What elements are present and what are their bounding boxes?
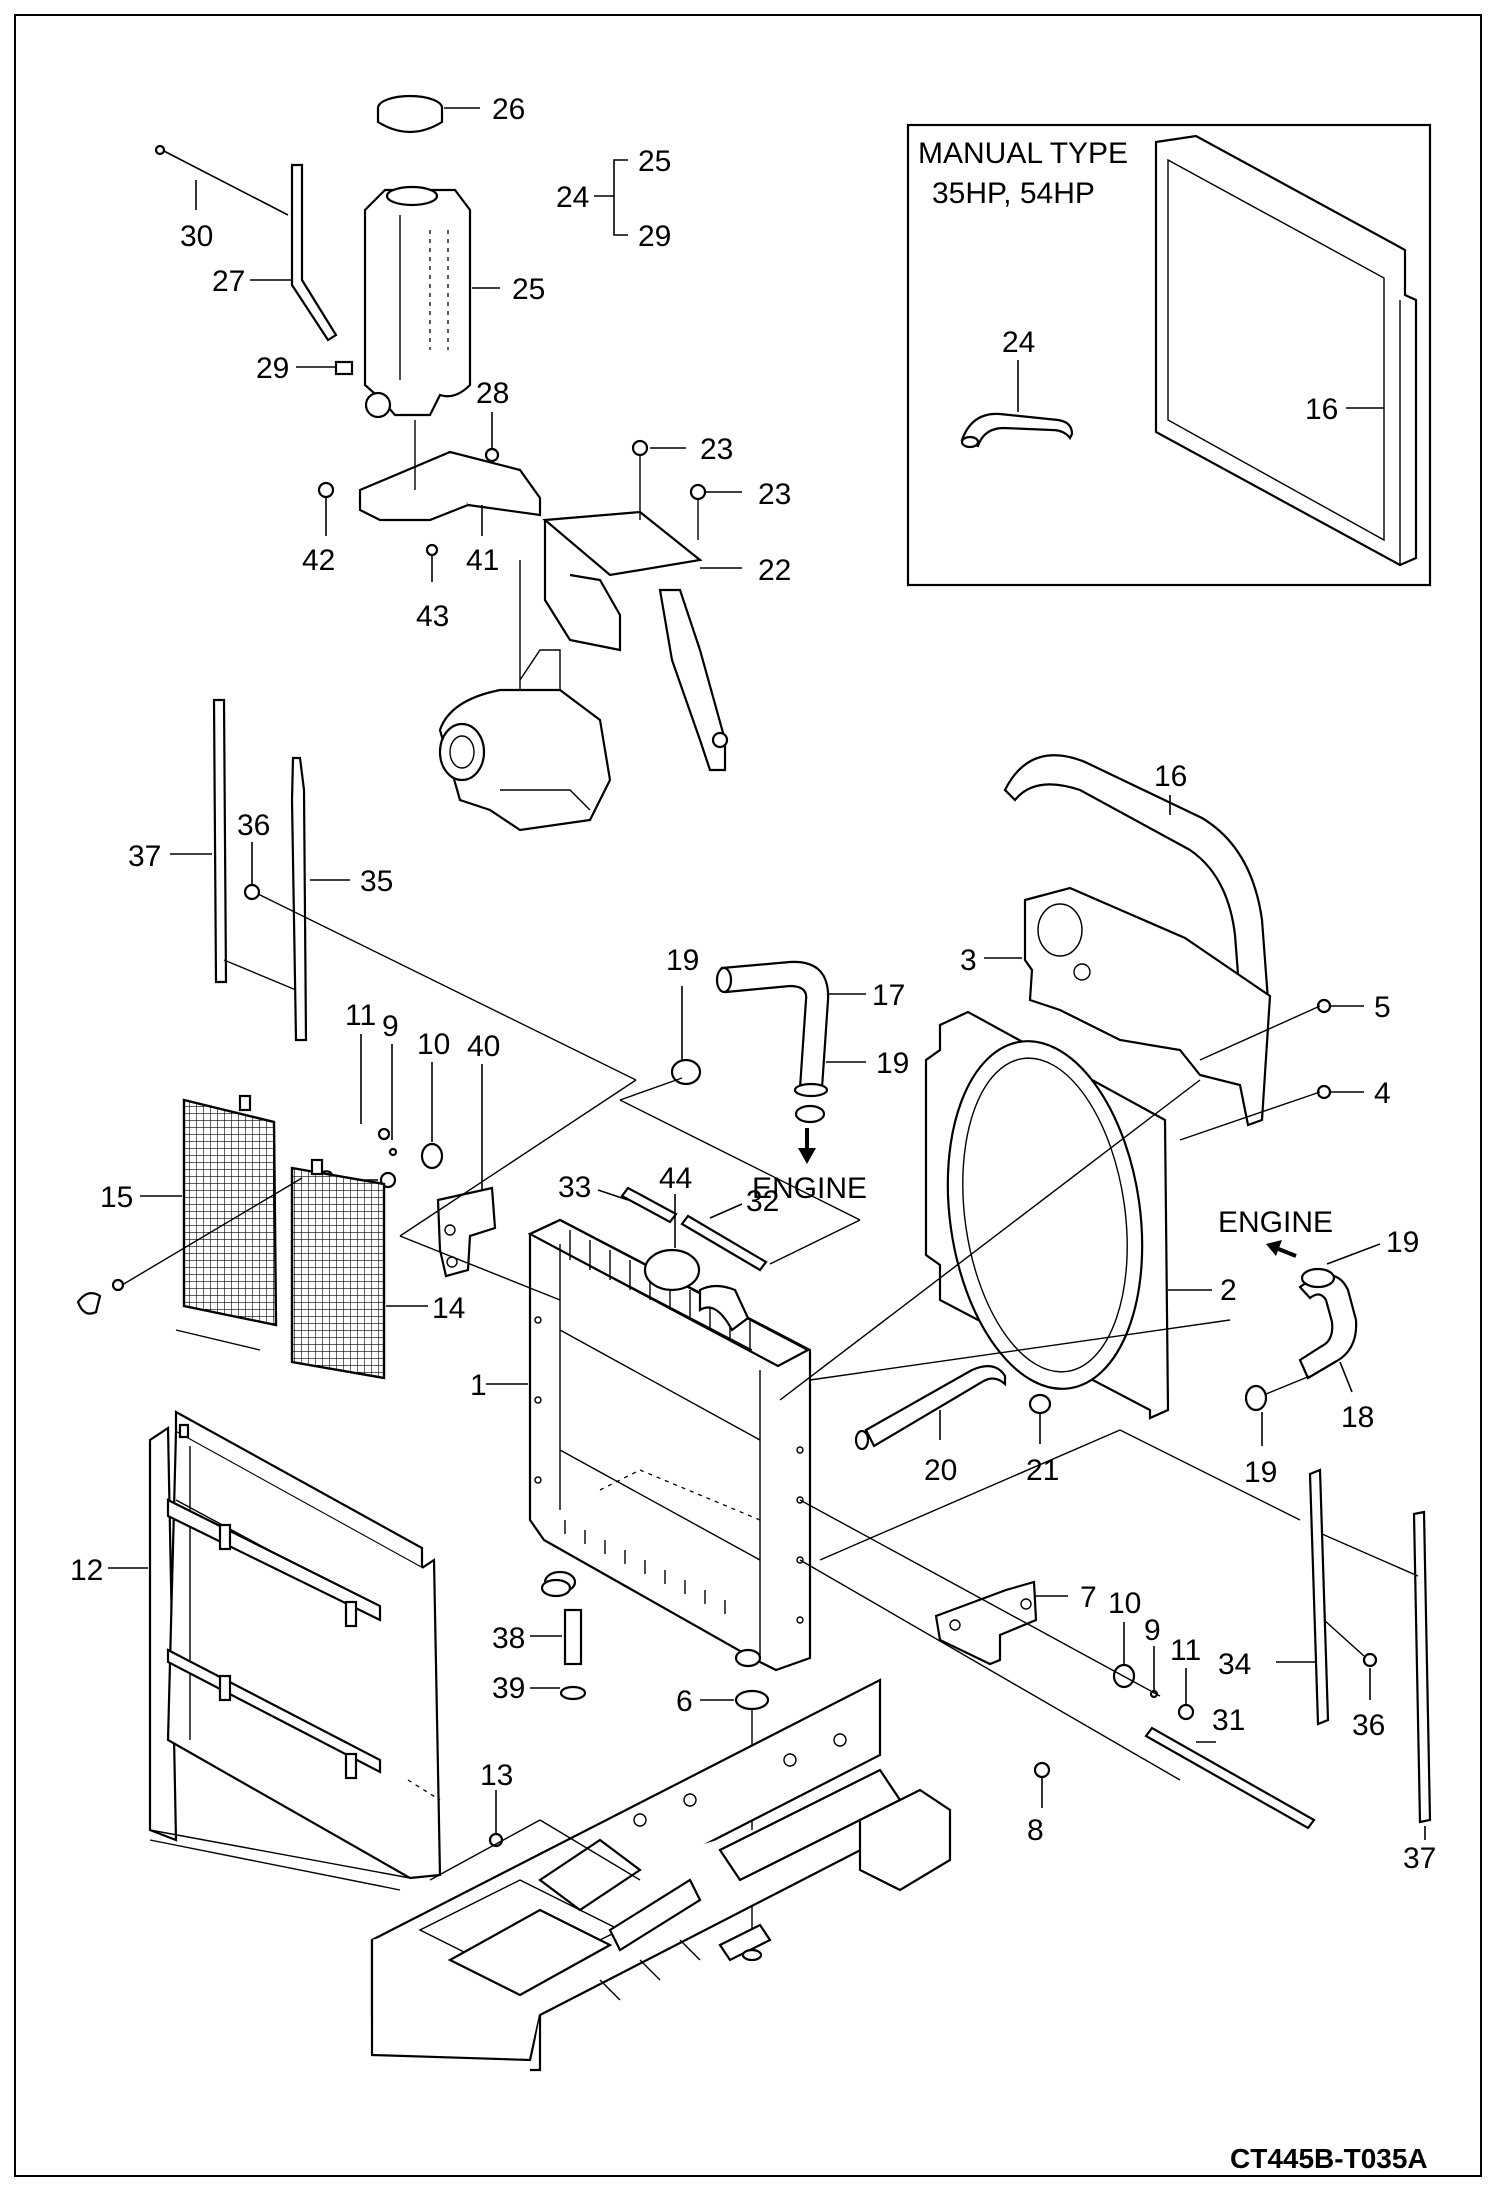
callout-11-right: 11 bbox=[1170, 1634, 1201, 1667]
callout-26: 26 bbox=[492, 93, 525, 126]
radiator-stay-bracket bbox=[542, 439, 729, 772]
kit-parent-24: 24 bbox=[556, 181, 589, 214]
callout-38: 38 bbox=[492, 1622, 525, 1655]
shroud-cover-3 bbox=[1023, 886, 1272, 1127]
callout-27: 27 bbox=[212, 265, 245, 298]
callout-25: 25 bbox=[512, 273, 545, 306]
wing-bolt bbox=[76, 1177, 303, 1315]
front-bracket-40 bbox=[377, 1127, 497, 1278]
rear-bracket-7 bbox=[934, 1580, 1038, 1666]
bottom-strip-31 bbox=[1144, 1726, 1316, 1830]
callout-19-right-upper: 19 bbox=[1386, 1226, 1419, 1259]
inset-callout-16: 16 bbox=[1305, 393, 1338, 426]
callout-2: 2 bbox=[1220, 1274, 1237, 1307]
dust-screen-14 bbox=[290, 1158, 386, 1380]
radiator-core-1 bbox=[527, 1218, 812, 1672]
assembly-guide-lines bbox=[175, 893, 1301, 1881]
engine-label-upper: ENGINE bbox=[752, 1172, 867, 1205]
callout-14: 14 bbox=[432, 1292, 465, 1325]
inset-title-line1: MANUAL TYPE bbox=[918, 137, 1128, 170]
callout-4: 4 bbox=[1374, 1077, 1391, 1110]
manual-type-inset: MANUAL TYPE 35HP, 54HP 16 24 bbox=[906, 123, 1432, 587]
callout-21: 21 bbox=[1026, 1454, 1059, 1487]
callout-16: 16 bbox=[1154, 760, 1187, 793]
callout-33: 33 bbox=[558, 1171, 591, 1204]
kit-bracket: 24 25 29 bbox=[556, 145, 671, 253]
callout-36-right: 36 bbox=[1352, 1709, 1385, 1742]
callout-15: 15 bbox=[100, 1181, 133, 1214]
callout-3: 3 bbox=[960, 944, 977, 977]
callout-1: 1 bbox=[470, 1369, 487, 1402]
drawing-border bbox=[14, 14, 1482, 2177]
chassis-frame bbox=[370, 1678, 952, 2072]
callout-28: 28 bbox=[476, 377, 509, 410]
callout-31: 31 bbox=[1212, 1704, 1245, 1737]
callout-12: 12 bbox=[70, 1554, 103, 1587]
callout-9-left: 9 bbox=[382, 1010, 399, 1043]
dust-screen-15 bbox=[182, 1094, 278, 1327]
callout-13: 13 bbox=[480, 1759, 513, 1792]
fan-shroud-2 bbox=[924, 1010, 1170, 1420]
callout-9-right: 9 bbox=[1144, 1614, 1161, 1647]
inset-hose bbox=[960, 412, 1074, 449]
inset-title-line2: 35HP, 54HP bbox=[932, 177, 1095, 210]
lower-hose-18 bbox=[1244, 1267, 1358, 1412]
engine-water-outlet bbox=[438, 560, 612, 832]
callout-30: 30 bbox=[180, 220, 213, 253]
inset-fan-shroud bbox=[1154, 134, 1418, 567]
drawing-code: CT445B-T035A bbox=[1230, 2143, 1428, 2174]
callout-19-right-lower: 19 bbox=[1244, 1456, 1277, 1489]
callout-8-right: 8 bbox=[1027, 1814, 1044, 1847]
callout-19-upper-left: 19 bbox=[666, 944, 699, 977]
callout-43: 43 bbox=[416, 600, 449, 633]
callout-17: 17 bbox=[872, 979, 905, 1012]
right-seal-strips bbox=[1308, 1468, 1432, 1824]
callout-41: 41 bbox=[466, 544, 499, 577]
callout-36-left: 36 bbox=[237, 809, 270, 842]
callout-10-right: 10 bbox=[1108, 1587, 1141, 1620]
callout-37-right: 37 bbox=[1403, 1842, 1436, 1875]
kit-child-25: 25 bbox=[638, 145, 671, 178]
callout-44: 44 bbox=[659, 1162, 692, 1195]
callout-23-upper: 23 bbox=[700, 433, 733, 466]
left-seal-strips bbox=[212, 698, 308, 1042]
callout-42: 42 bbox=[302, 544, 335, 577]
callout-20: 20 bbox=[924, 1454, 957, 1487]
callout-29: 29 bbox=[256, 352, 289, 385]
callout-39: 39 bbox=[492, 1672, 525, 1705]
callout-11-left: 11 bbox=[345, 999, 376, 1032]
callout-7: 7 bbox=[1080, 1581, 1097, 1614]
drain-hose-20 bbox=[854, 1365, 1052, 1451]
callout-10-left: 10 bbox=[417, 1028, 450, 1061]
inset-callout-24: 24 bbox=[1002, 326, 1035, 359]
callout-18: 18 bbox=[1341, 1401, 1374, 1434]
screen-frame-12 bbox=[148, 1410, 442, 1891]
reserve-tank-group bbox=[154, 94, 542, 557]
callout-32: 32 bbox=[746, 1185, 779, 1218]
upper-hose-17 bbox=[670, 960, 830, 1124]
callout-5: 5 bbox=[1374, 991, 1391, 1024]
engine-label-right: ENGINE bbox=[1218, 1206, 1333, 1239]
callout-23-lower: 23 bbox=[758, 478, 791, 511]
callout-35: 35 bbox=[360, 865, 393, 898]
callout-37-left: 37 bbox=[128, 840, 161, 873]
kit-child-29: 29 bbox=[638, 220, 671, 253]
callout-6: 6 bbox=[676, 1685, 693, 1718]
radiator-top-strips bbox=[620, 1186, 768, 1272]
callout-19-upper-right: 19 bbox=[876, 1047, 909, 1080]
callout-34: 34 bbox=[1218, 1648, 1251, 1681]
callout-22: 22 bbox=[758, 554, 791, 587]
callout-40: 40 bbox=[467, 1030, 500, 1063]
